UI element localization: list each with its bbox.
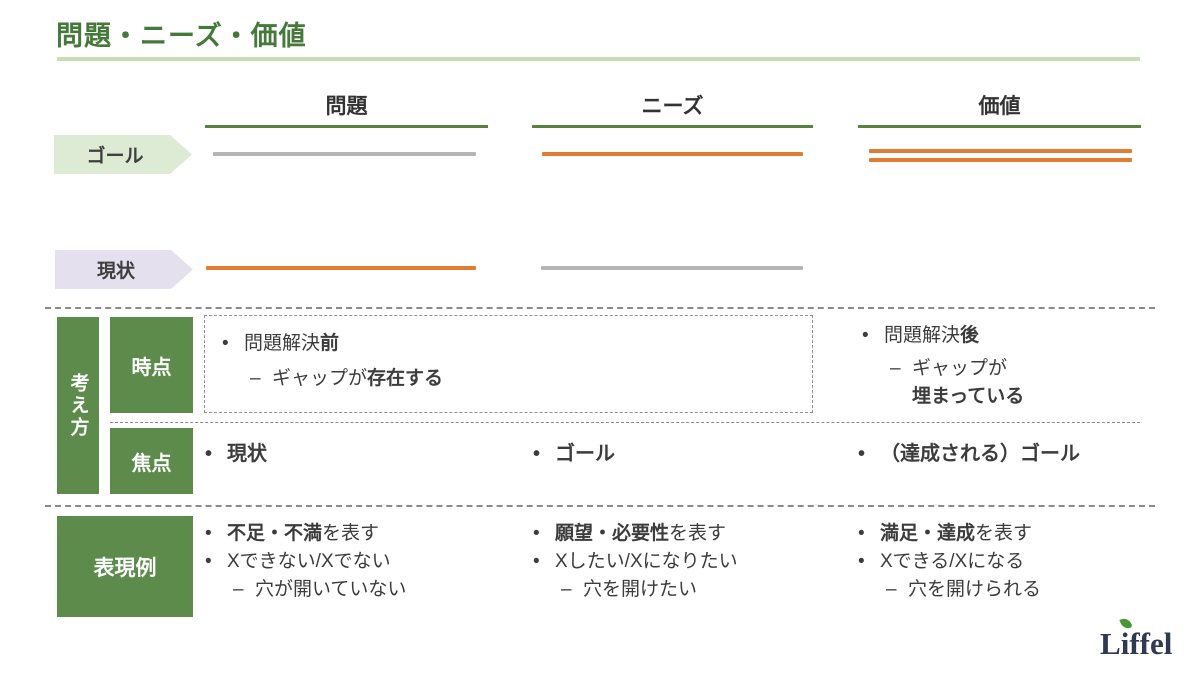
column-header-needs: ニーズ	[641, 95, 704, 118]
column-underline-value	[858, 125, 1141, 128]
goal-needs-line-orange	[542, 152, 803, 156]
timepoint-before-text: 問題解決前	[244, 333, 340, 354]
expressions-label: 表現例	[57, 516, 193, 617]
expr-line: • Xできる/Xになる	[858, 548, 1173, 576]
current-needs-line-gray	[541, 266, 803, 270]
expr-text: 不足・不満を表す	[227, 523, 380, 544]
timepoint-before-box	[204, 315, 813, 413]
bullet-icon: •	[205, 443, 213, 465]
expressions-problem: • 不足・不満を表す • Xできない/Xでない – 穴が開いていない	[205, 520, 520, 604]
goal-row-label-text: ゴール	[86, 146, 144, 167]
bullet-icon: •	[222, 333, 229, 354]
timepoint-label: 時点	[110, 317, 193, 413]
focus-label: 焦点	[110, 428, 193, 494]
logo-i: i	[1119, 616, 1133, 661]
focus-item-needs: • ゴール	[533, 440, 615, 468]
expr-text: 満足・達成を表す	[880, 523, 1033, 544]
thinking-section-label: 考え方	[57, 317, 99, 494]
expr-subtext: 穴が開いていない	[255, 579, 407, 600]
bullet-icon: •	[858, 443, 866, 465]
expr-line: • Xできない/Xでない	[205, 548, 520, 576]
current-problem-line-orange	[206, 266, 476, 270]
column-underline-needs	[532, 125, 813, 128]
timepoint-before-subline: – ギャップが存在する	[250, 365, 443, 393]
focus-item-value: • （達成される）ゴール	[858, 440, 1080, 468]
expr-subline: – 穴が開いていない	[233, 576, 520, 604]
focus-item-problem: • 現状	[205, 440, 267, 468]
expressions-value: • 満足・達成を表す • Xできる/Xになる – 穴を開けられる	[858, 520, 1173, 604]
goal-value-line-orange-bottom	[869, 158, 1132, 162]
timepoint-after-bullet-line: • 問題解決後	[862, 322, 1142, 350]
focus-item-needs-text: ゴール	[555, 443, 615, 465]
dash-icon: –	[561, 579, 572, 600]
expr-subtext: 穴を開けられる	[908, 579, 1042, 600]
expr-subline: – 穴を開けたい	[561, 576, 848, 604]
timepoint-before-content: • 問題解決前 – ギャップが存在する	[222, 330, 443, 393]
separator-bottom	[45, 505, 1155, 507]
column-header-problem: 問題	[325, 95, 368, 118]
bullet-icon: •	[858, 523, 865, 544]
expr-line: • 不足・不満を表す	[205, 520, 520, 548]
column-header-value: 価値	[978, 95, 1021, 118]
bullet-icon: •	[858, 551, 865, 572]
timepoint-after-text: 問題解決後	[884, 325, 980, 346]
expressions-needs: • 願望・必要性を表す • Xしたい/Xになりたい – 穴を開けたい	[533, 520, 848, 604]
bullet-icon: •	[533, 523, 540, 544]
goal-problem-line-gray	[213, 152, 476, 156]
timepoint-before-subtext: ギャップが存在する	[272, 368, 444, 389]
timepoint-before-bullet-line: • 問題解決前	[222, 330, 443, 358]
bullet-icon: •	[205, 523, 212, 544]
expr-subtext: 穴を開けたい	[583, 579, 698, 600]
expr-line: • 願望・必要性を表す	[533, 520, 848, 548]
expr-text: Xできる/Xになる	[880, 551, 1025, 572]
separator-timepoint-focus	[110, 422, 1140, 423]
logo-text: ffel	[1129, 626, 1173, 661]
expr-text: Xできない/Xでない	[227, 551, 391, 572]
dash-icon: –	[233, 579, 244, 600]
separator-top	[45, 307, 1155, 309]
bullet-icon: •	[862, 325, 869, 346]
expr-line: • 満足・達成を表す	[858, 520, 1173, 548]
expr-line: • Xしたい/Xになりたい	[533, 548, 848, 576]
focus-item-value-text: （達成される）ゴール	[880, 443, 1080, 465]
expr-text: 願望・必要性を表す	[555, 523, 727, 544]
dash-icon: –	[250, 368, 261, 389]
timepoint-after-subline: – ギャップが埋まっている	[890, 355, 1142, 411]
bullet-icon: •	[533, 551, 540, 572]
column-underline-problem	[205, 125, 488, 128]
goal-value-line-orange-top	[869, 149, 1132, 153]
expr-text: Xしたい/Xになりたい	[555, 551, 738, 572]
goal-row-label: ゴール	[54, 135, 192, 174]
dash-icon: –	[890, 358, 901, 379]
timepoint-after-subtext: ギャップが埋まっている	[912, 358, 1025, 407]
focus-item-problem-text: 現状	[227, 443, 267, 465]
timepoint-after-content: • 問題解決後 – ギャップが埋まっている	[862, 322, 1142, 411]
title-underline	[57, 57, 1140, 61]
logo-text: L	[1100, 626, 1121, 661]
current-row-label: 現状	[55, 250, 193, 289]
page-title: 問題・ニーズ・価値	[56, 21, 307, 51]
current-row-label-text: 現状	[96, 261, 135, 282]
bullet-icon: •	[533, 443, 541, 465]
bullet-icon: •	[205, 551, 212, 572]
expr-subline: – 穴を開けられる	[886, 576, 1173, 604]
dash-icon: –	[886, 579, 897, 600]
